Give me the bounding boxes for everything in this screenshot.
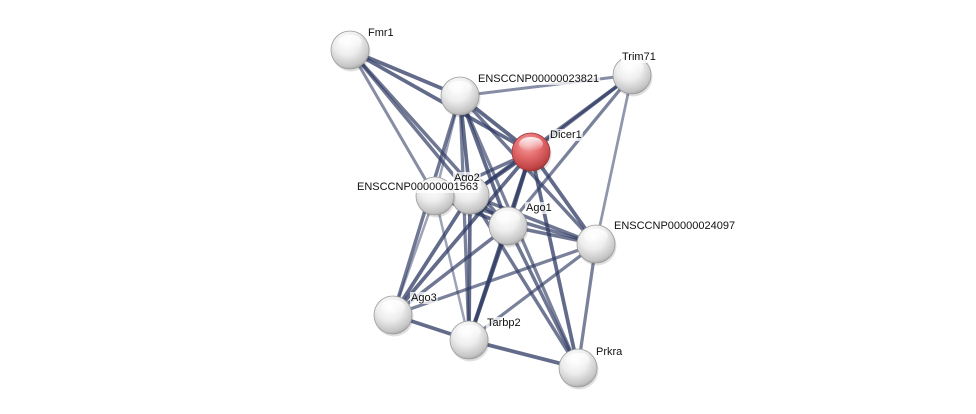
label-background xyxy=(613,220,737,232)
label-background xyxy=(356,181,480,193)
label-background xyxy=(367,27,395,39)
node-ensccnp00000024097[interactable] xyxy=(576,224,617,266)
node-highlight xyxy=(519,137,543,151)
label-background xyxy=(525,202,553,214)
node-label-fmr1: Fmr1 xyxy=(368,27,394,39)
node-label-ensccnp00000023821: ENSCCNP00000023821 xyxy=(478,73,599,85)
edge-fmr1-ensccnp00000001563[interactable] xyxy=(348,48,437,198)
label-background xyxy=(549,129,583,141)
edge-ago2-tarbp2[interactable] xyxy=(467,193,472,342)
node-highlight xyxy=(338,35,362,49)
node-highlight xyxy=(457,325,481,339)
label-background xyxy=(410,292,438,304)
edge-fmr1-ensccnp00000023821[interactable] xyxy=(348,48,462,98)
edge-ensccnp00000023821-trim71[interactable] xyxy=(458,73,634,98)
node-label-dicer1: Dicer1 xyxy=(550,129,582,141)
node-label-ensccnp00000024097: ENSCCNP00000024097 xyxy=(614,220,735,232)
node-tarbp2[interactable] xyxy=(449,320,490,362)
node-ensccnp00000023821[interactable] xyxy=(440,76,481,118)
node-ago3[interactable] xyxy=(373,295,414,337)
node-highlight xyxy=(448,81,472,95)
node-label-ago1: Ago1 xyxy=(526,202,552,214)
edge-dicer1-ago3[interactable] xyxy=(391,150,533,317)
edge-ago2-ensccnp00000024097[interactable] xyxy=(468,193,598,246)
node-prkra[interactable] xyxy=(558,348,599,390)
node-label-trim71: Trim71 xyxy=(622,51,656,63)
labels-layer: Fmr1ENSCCNP00000023821Trim71Dicer1Ago2EN… xyxy=(356,27,737,358)
node-label-ensccnp00000001563: ENSCCNP00000001563 xyxy=(357,181,478,193)
node-label-tarbp2: Tarbp2 xyxy=(487,317,521,329)
edge-ago2-prkra[interactable] xyxy=(468,193,580,370)
node-highlight xyxy=(566,353,590,367)
node-highlight xyxy=(381,300,405,314)
edge-ensccnp00000001563-ago3[interactable] xyxy=(391,194,437,317)
edge-ensccnp00000024097-prkra[interactable] xyxy=(576,242,598,370)
node-ago1[interactable] xyxy=(488,206,529,248)
node-highlight xyxy=(620,60,644,74)
node-label-ago3: Ago3 xyxy=(411,292,437,304)
edge-trim71-ago1[interactable] xyxy=(506,73,634,228)
label-background xyxy=(595,346,625,358)
label-background xyxy=(477,73,601,85)
edge-trim71-ensccnp00000024097[interactable] xyxy=(594,73,634,246)
edge-fmr1-dicer1[interactable] xyxy=(348,48,533,154)
node-dicer1[interactable] xyxy=(511,132,552,174)
node-trim71[interactable] xyxy=(612,55,653,97)
edge-ago2-ago3[interactable] xyxy=(391,193,472,317)
node-highlight xyxy=(496,211,520,225)
node-highlight xyxy=(584,229,608,243)
node-label-prkra: Prkra xyxy=(596,346,623,358)
label-background xyxy=(486,317,522,329)
label-background xyxy=(621,51,657,63)
node-fmr1[interactable] xyxy=(330,30,371,72)
